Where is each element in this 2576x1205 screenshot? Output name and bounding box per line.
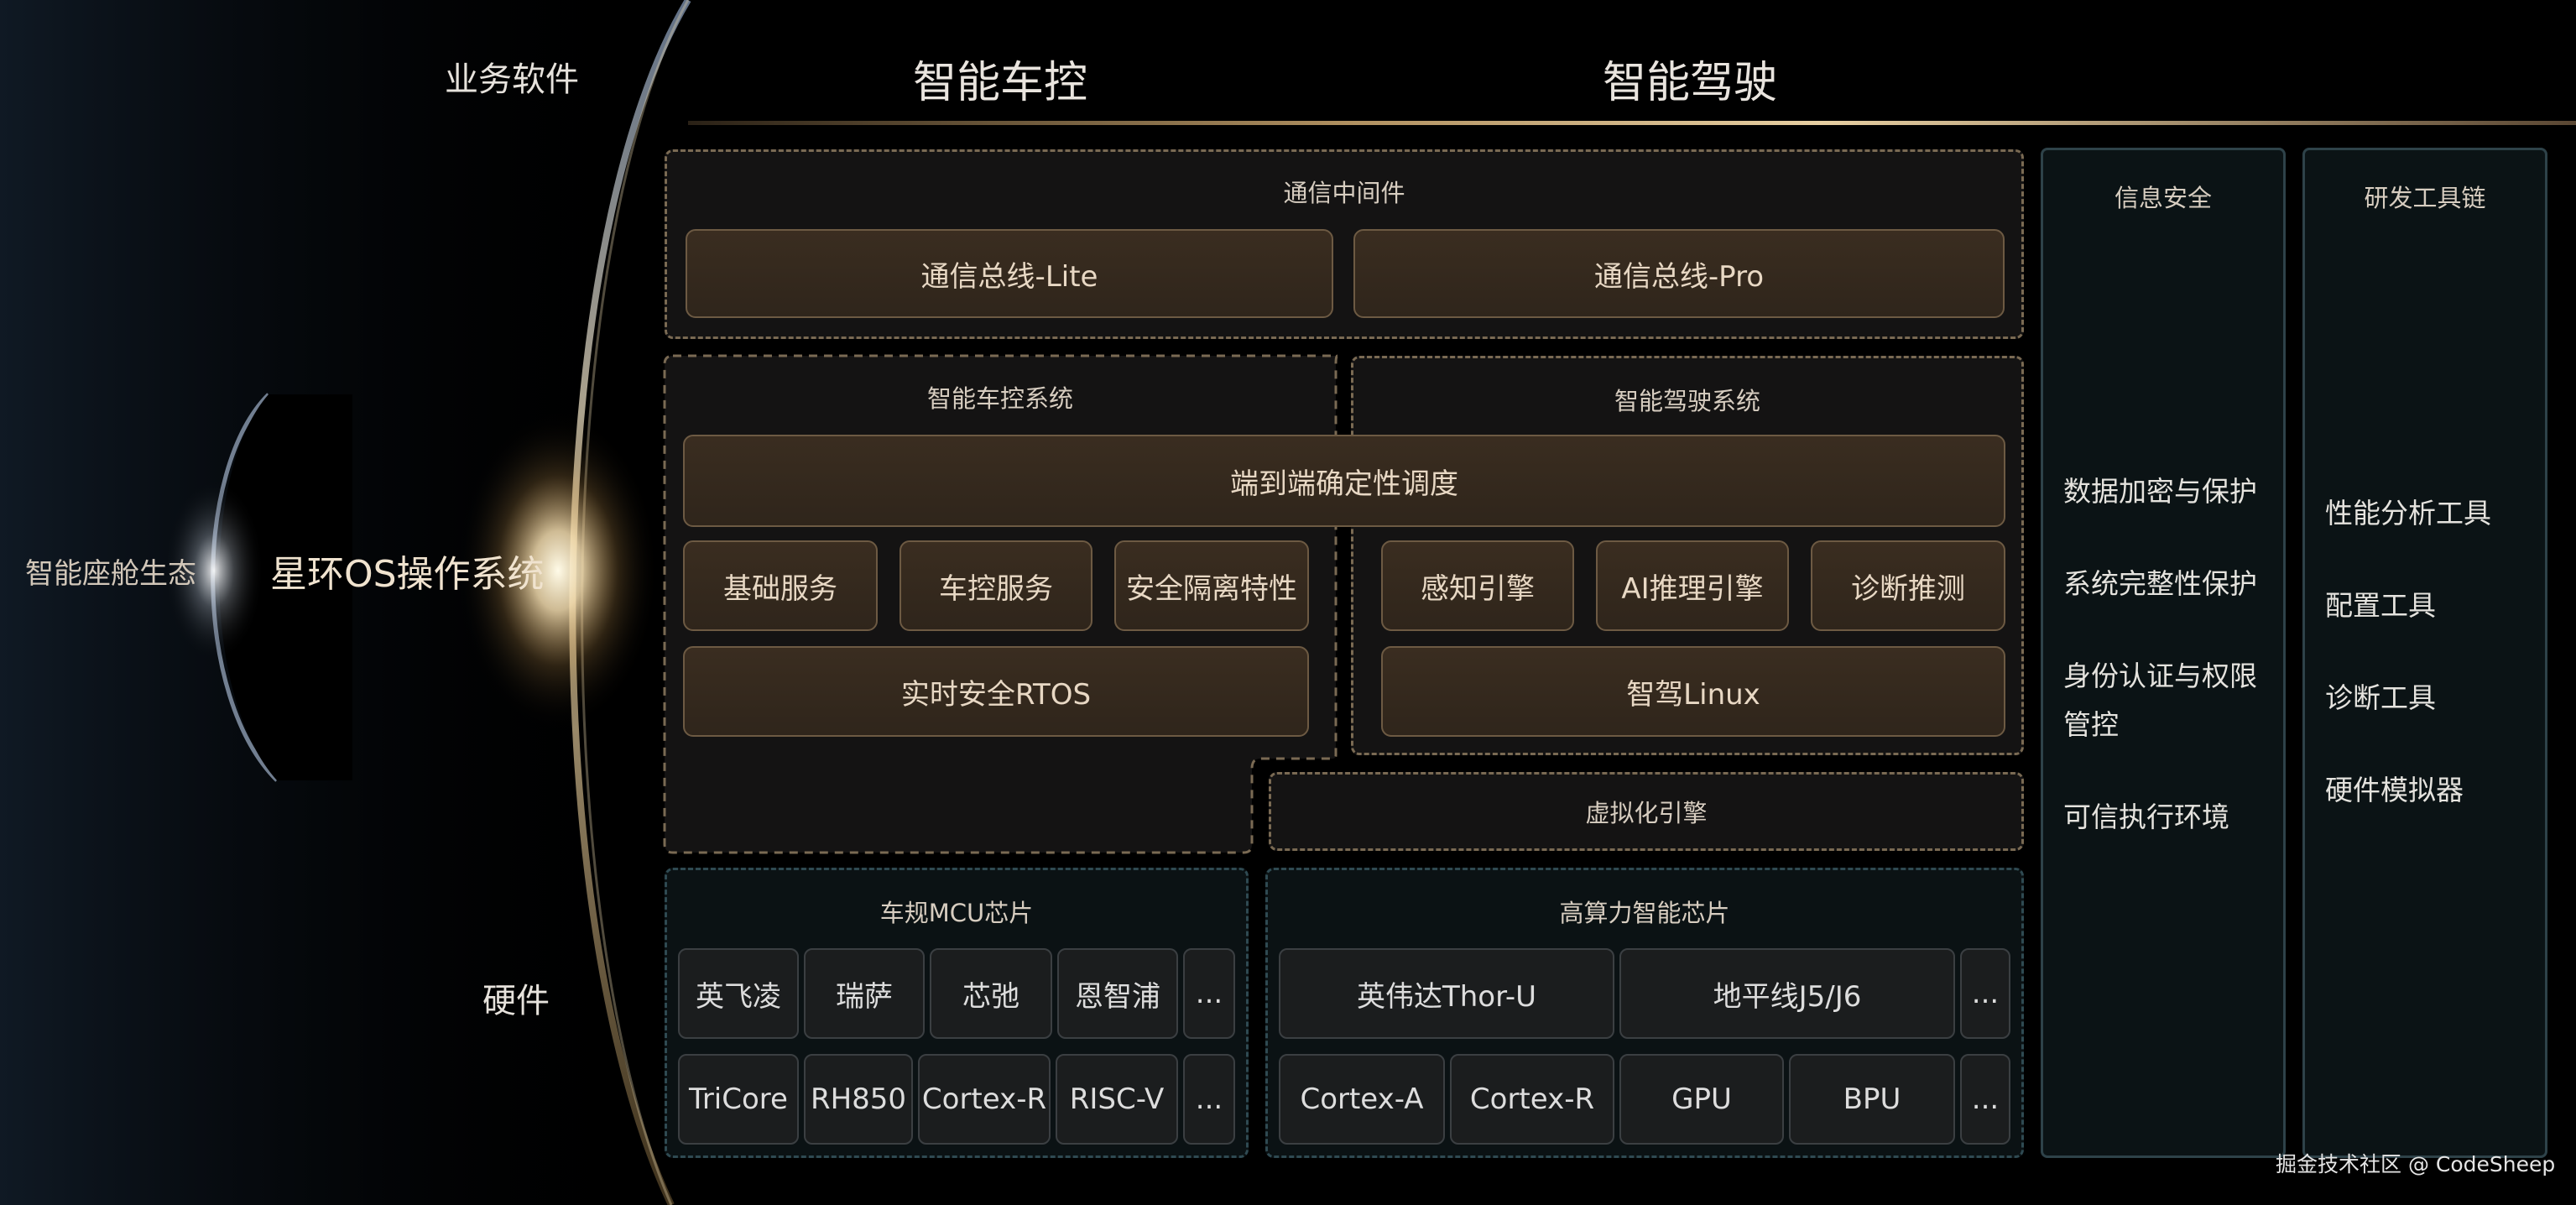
mcu-nxp[interactable]: 恩智浦 (1057, 948, 1178, 1039)
toolchain-list: 性能分析工具 配置工具 诊断工具 硬件模拟器 (2325, 489, 2543, 858)
toolchain-item: 性能分析工具 (2325, 497, 2491, 529)
mcu-renesas[interactable]: 瑞萨 (804, 948, 925, 1039)
business-software-label: 业务软件 (445, 60, 579, 99)
mcu-more-2[interactable]: ... (1183, 1054, 1235, 1145)
planet-glow-graphic (0, 0, 755, 1205)
info-security-title: 信息安全 (2114, 184, 2212, 212)
mcu-title: 车规MCU芯片 (879, 899, 1034, 927)
toolchain-title: 研发工具链 (2364, 184, 2486, 212)
virtualization-engine-panel[interactable]: 虚拟化引擎 (1269, 772, 2024, 851)
vehicle-control-header: 智能车控 (913, 58, 1088, 108)
toolchain-panel: 研发工具链 性能分析工具 配置工具 诊断工具 硬件模拟器 (2302, 148, 2547, 1158)
bus-lite-tile[interactable]: 通信总线-Lite (686, 229, 1333, 318)
bus-pro-tile[interactable]: 通信总线-Pro (1353, 229, 2005, 318)
vehicle-control-service-tile[interactable]: 车控服务 (900, 540, 1092, 631)
soc-more-1[interactable]: ... (1960, 948, 2010, 1039)
diagnosis-inference-tile[interactable]: 诊断推测 (1811, 540, 2005, 631)
security-item: 身份认证与权限 (2063, 660, 2257, 692)
header-divider (688, 121, 2576, 125)
toolchain-item: 诊断工具 (2325, 681, 2436, 714)
mcu-semidrive[interactable]: 芯弛 (930, 948, 1052, 1039)
cockpit-ecosystem-label: 智能座舱生态 (25, 557, 196, 591)
mcu-infineon[interactable]: 英飞凌 (678, 948, 799, 1039)
security-item: 数据加密与保护 (2063, 475, 2257, 508)
soc-nvidia-thor[interactable]: 英伟达Thor-U (1279, 948, 1614, 1039)
middleware-panel: 通信中间件 通信总线-Lite 通信总线-Pro (665, 149, 2024, 339)
security-item: 管控 (2063, 708, 2119, 741)
soc-cortex-r[interactable]: Cortex-R (1450, 1054, 1614, 1145)
basic-service-tile[interactable]: 基础服务 (683, 540, 878, 631)
info-security-panel: 信息安全 数据加密与保护 系统完整性保护 身份认证与权限 管控 可信执行环境 (2041, 148, 2286, 1158)
soc-gpu[interactable]: GPU (1619, 1054, 1784, 1145)
ad-system-title: 智能驾驶系统 (1614, 387, 1760, 415)
vc-system-title: 智能车控系统 (926, 384, 1073, 413)
ai-inference-engine-tile[interactable]: AI推理引擎 (1596, 540, 1789, 631)
soc-more-2[interactable]: ... (1960, 1054, 2010, 1145)
soc-horizon-j5j6[interactable]: 地平线J5/J6 (1619, 948, 1955, 1039)
security-isolation-tile[interactable]: 安全隔离特性 (1114, 540, 1309, 631)
mcu-rh850[interactable]: RH850 (804, 1054, 913, 1145)
toolchain-item: 配置工具 (2325, 589, 2436, 622)
mcu-tricore[interactable]: TriCore (678, 1054, 799, 1145)
middleware-title: 通信中间件 (1283, 179, 1405, 207)
soc-bpu[interactable]: BPU (1789, 1054, 1955, 1145)
hardware-label: 硬件 (482, 982, 550, 1020)
watermark: 掘金技术社区 @ CodeSheep (2276, 1152, 2556, 1176)
soc-cortex-a[interactable]: Cortex-A (1279, 1054, 1445, 1145)
rtos-tile[interactable]: 实时安全RTOS (683, 646, 1309, 737)
autonomous-driving-header: 智能驾驶 (1603, 58, 1778, 108)
toolchain-item: 硬件模拟器 (2325, 774, 2464, 806)
mcu-cortex-r[interactable]: Cortex-R (918, 1054, 1051, 1145)
soc-title: 高算力智能芯片 (1559, 899, 1730, 927)
security-item: 可信执行环境 (2063, 801, 2229, 833)
mcu-more-1[interactable]: ... (1183, 948, 1235, 1039)
ad-linux-tile[interactable]: 智驾Linux (1381, 646, 2005, 737)
mcu-risc-v[interactable]: RISC-V (1056, 1054, 1178, 1145)
security-item: 系统完整性保护 (2063, 567, 2257, 600)
os-title: 星环OS操作系统 (270, 553, 545, 596)
scheduler-tile[interactable]: 端到端确定性调度 (683, 435, 2005, 527)
info-security-list: 数据加密与保护 系统完整性保护 身份认证与权限 管控 可信执行环境 (2063, 467, 2281, 842)
perception-engine-tile[interactable]: 感知引擎 (1381, 540, 1574, 631)
